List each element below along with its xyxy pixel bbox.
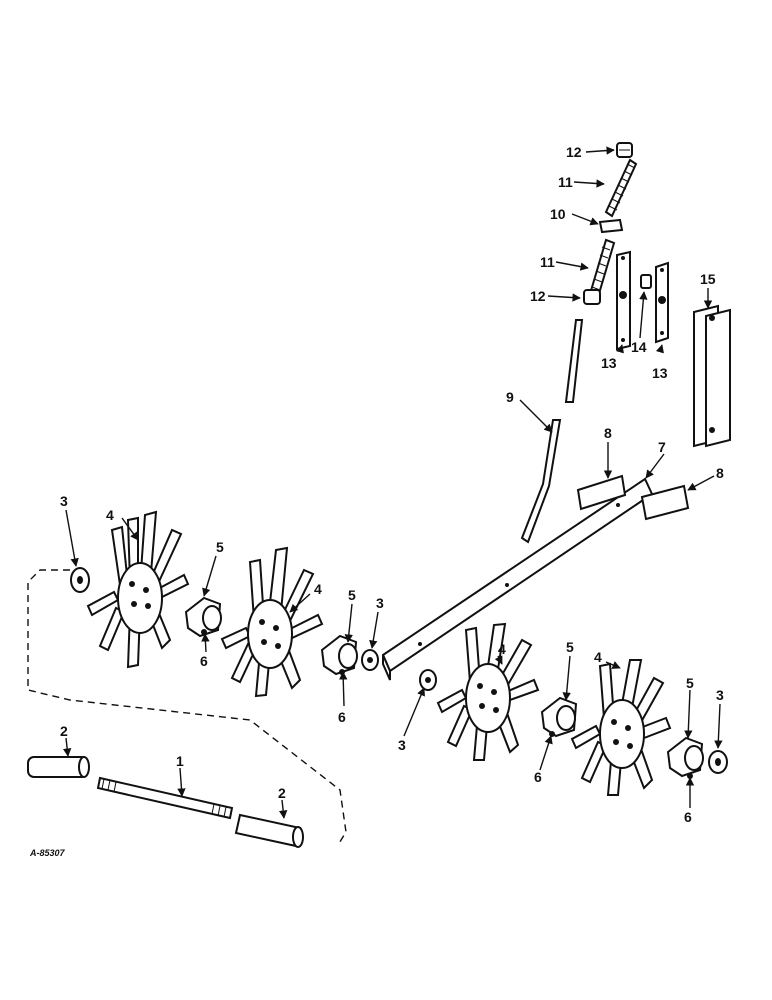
cap-nut-bottom — [583, 289, 601, 305]
washer-3-d — [708, 750, 728, 774]
spiked-wheel-1 — [86, 510, 190, 669]
callout-2-right: 2 — [278, 785, 286, 801]
callout-7: 7 — [658, 439, 666, 455]
spring-upper — [604, 158, 638, 218]
spiked-wheel-4 — [570, 659, 672, 796]
callout-12-bottom: 12 — [530, 288, 546, 304]
callout-3-b: 3 — [376, 595, 384, 611]
washer-3-c — [419, 669, 437, 691]
cap-nut-top — [616, 142, 633, 158]
shaft-1 — [96, 776, 234, 820]
spiked-wheel-3 — [436, 622, 540, 761]
callout-13-right: 13 — [652, 365, 668, 381]
callout-9: 9 — [506, 389, 514, 405]
assembly-outline — [27, 569, 347, 846]
callout-labels: 12 11 10 11 12 13 14 13 15 9 8 7 8 3 4 5… — [60, 144, 724, 825]
callout-4-c: 4 — [498, 641, 506, 657]
spring-seat — [598, 218, 624, 234]
hub-5-d — [666, 736, 704, 779]
callout-2-left: 2 — [60, 723, 68, 739]
callout-8-upper: 8 — [604, 425, 612, 441]
callout-5-c: 5 — [566, 639, 574, 655]
hub-5-c — [540, 696, 578, 738]
callout-14: 14 — [631, 339, 647, 355]
callout-4-a: 4 — [106, 507, 114, 523]
drawing-id: A-85307 — [29, 848, 66, 858]
plate-13-right — [655, 261, 669, 344]
washer-3-b — [361, 649, 379, 671]
hub-5-a — [184, 596, 222, 638]
bracket-15 — [693, 304, 731, 448]
washer-3-a — [70, 567, 90, 593]
callout-11-top: 11 — [558, 174, 573, 190]
callout-3-d: 3 — [716, 687, 724, 703]
plate-13-left — [616, 250, 631, 351]
callout-11-bottom: 11 — [540, 254, 555, 270]
spacer-2-right — [234, 813, 304, 848]
plate-8-lower — [640, 484, 690, 521]
callout-8-lower: 8 — [716, 465, 724, 481]
callout-15: 15 — [700, 271, 716, 287]
callout-13-left: 13 — [601, 355, 617, 371]
hub-5-b — [320, 634, 358, 676]
callout-4-b: 4 — [314, 581, 322, 597]
callout-3-c: 3 — [398, 737, 406, 753]
spiked-wheel-2 — [220, 546, 324, 698]
callout-5-d: 5 — [686, 675, 694, 691]
callout-5-a: 5 — [216, 539, 224, 555]
spring-lower — [588, 238, 616, 299]
plate-8-upper — [576, 474, 627, 511]
leader-lines — [62, 146, 723, 819]
rod-9 — [520, 319, 584, 544]
callout-6-b: 6 — [338, 709, 346, 725]
callout-10: 10 — [550, 206, 566, 222]
sleeve-14 — [640, 274, 652, 289]
spacer-2-left — [27, 756, 90, 778]
callout-5-b: 5 — [348, 587, 356, 603]
callout-4-d: 4 — [594, 649, 602, 665]
callout-1: 1 — [176, 753, 184, 769]
callout-6-c: 6 — [534, 769, 542, 785]
callout-3-a: 3 — [60, 493, 68, 509]
callout-12-top: 12 — [566, 144, 582, 160]
callout-6-d: 6 — [684, 809, 692, 825]
callout-6-a: 6 — [200, 653, 208, 669]
